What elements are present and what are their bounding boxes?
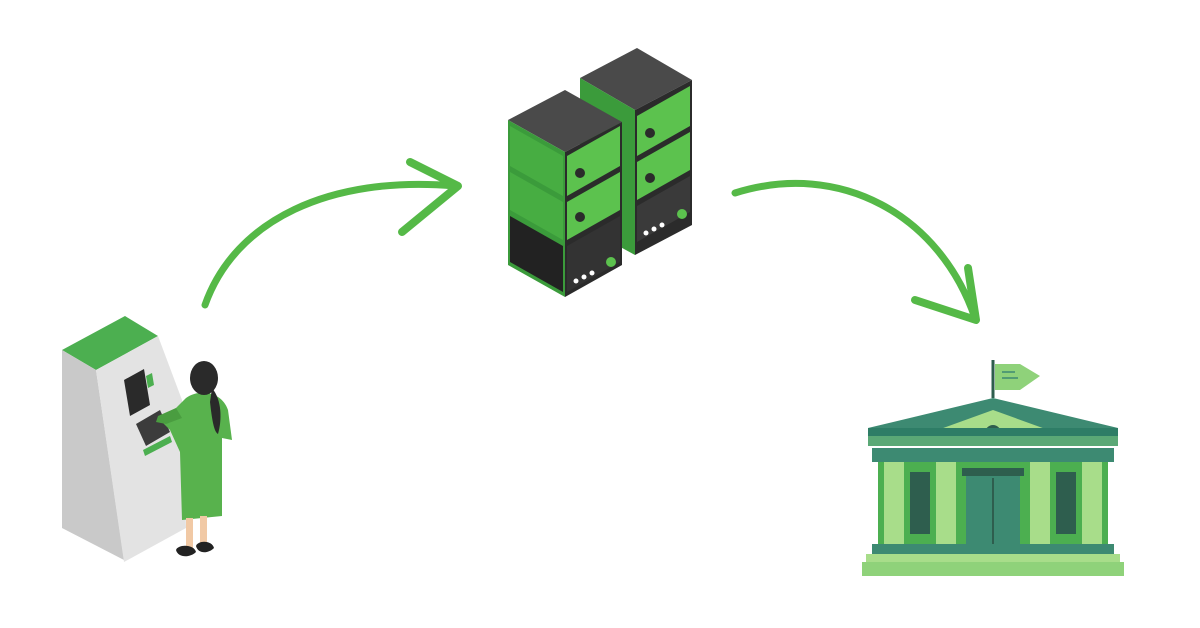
curved-arrow-icon: [201, 158, 462, 309]
curved-arrow-icon: [731, 179, 980, 324]
atm-with-person-icon: [62, 316, 232, 562]
person-icon: [156, 361, 232, 557]
bank-building-icon: [862, 360, 1124, 576]
server-rack-icon: [508, 48, 692, 297]
atm-machine: [62, 316, 186, 562]
server-tower-front: [508, 90, 622, 297]
